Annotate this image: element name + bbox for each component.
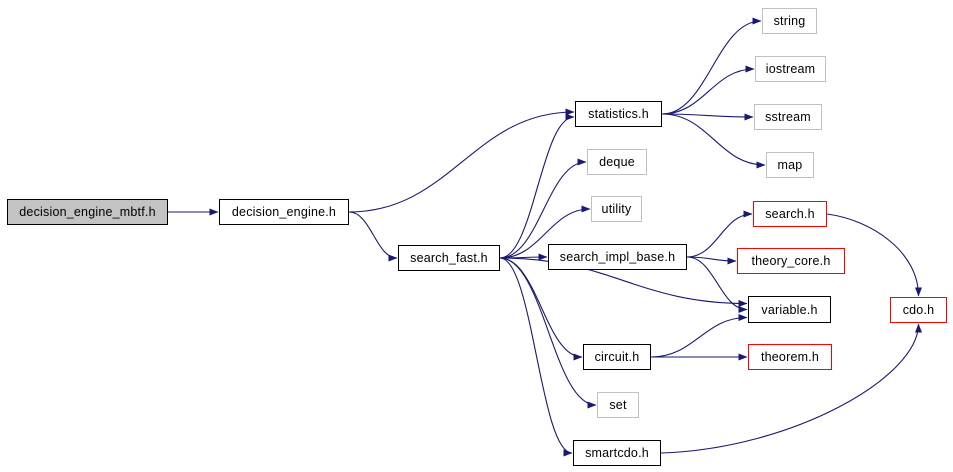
node-theory_core_h[interactable]: theory_core.h [737,248,845,274]
node-label: theory_core.h [751,254,831,268]
node-string: string [762,8,817,34]
node-statistics_h[interactable]: statistics.h [575,101,662,127]
edge-decision_engine_h-to-statistics_h [348,108,575,213]
node-variable_h[interactable]: variable.h [748,296,831,323]
edge-search_impl_base_h-to-theory_core_h [686,256,737,265]
node-deque: deque [587,149,647,175]
node-decision_engine_mbtf_h: decision_engine_mbtf.h [7,199,168,225]
edge-statistics_h-to-string [661,17,762,115]
node-circuit_h[interactable]: circuit.h [583,344,651,370]
node-search_impl_base_h[interactable]: search_impl_base.h [548,244,687,270]
edge-search_fast_h-to-variable_h [499,257,748,307]
node-iostream: iostream [755,56,826,82]
edge-smartcdo_h-to-cdo_h [660,323,922,454]
edge-search_impl_base_h-to-search_h [686,210,753,258]
node-label: deque [599,155,635,169]
node-label: map [777,158,803,172]
edge-search_fast_h-to-set [499,257,597,409]
node-label: search_fast.h [410,251,488,265]
node-smartcdo_h[interactable]: smartcdo.h [573,440,661,466]
node-label: decision_engine_mbtf.h [19,205,156,219]
edge-decision_engine_h-to-search_fast_h [348,211,398,262]
node-utility: utility [591,196,642,222]
edge-search_h-to-cdo_h [826,213,922,297]
node-label: search_impl_base.h [559,250,676,264]
node-label: string [773,14,806,28]
edge-search_fast_h-to-smartcdo_h [499,257,573,457]
edge-circuit_h-to-variable_h [650,314,748,358]
edge-search_fast_h-to-deque [499,158,587,259]
node-label: sstream [765,110,811,124]
node-label: variable.h [761,302,818,317]
node-label: search.h [765,207,815,221]
node-search_h[interactable]: search.h [753,201,827,227]
edge-search_fast_h-to-statistics_h [499,113,575,259]
node-theorem_h[interactable]: theorem.h [748,344,832,370]
node-search_fast_h[interactable]: search_fast.h [398,245,500,271]
node-label: utility [601,202,632,216]
node-label: iostream [765,62,816,76]
node-label: decision_engine.h [231,205,337,219]
node-label: theorem.h [760,350,820,364]
node-label: circuit.h [594,350,640,364]
node-label: statistics.h [588,107,649,121]
node-decision_engine_h[interactable]: decision_engine.h [219,199,349,225]
edge-search_fast_h-to-circuit_h [499,257,583,361]
edge-statistics_h-to-map [661,113,766,169]
edge-search_impl_base_h-to-variable_h [686,256,748,313]
edge-statistics_h-to-sstream [661,113,754,121]
node-label: cdo.h [902,303,935,317]
node-cdo_h[interactable]: cdo.h [890,297,947,323]
node-map: map [766,152,814,178]
node-label: smartcdo.h [585,446,649,460]
edge-statistics_h-to-iostream [661,65,755,115]
edge-search_fast_h-to-utility [499,205,591,259]
node-sstream: sstream [754,104,822,130]
node-label: set [609,398,627,412]
node-set: set [597,392,639,418]
